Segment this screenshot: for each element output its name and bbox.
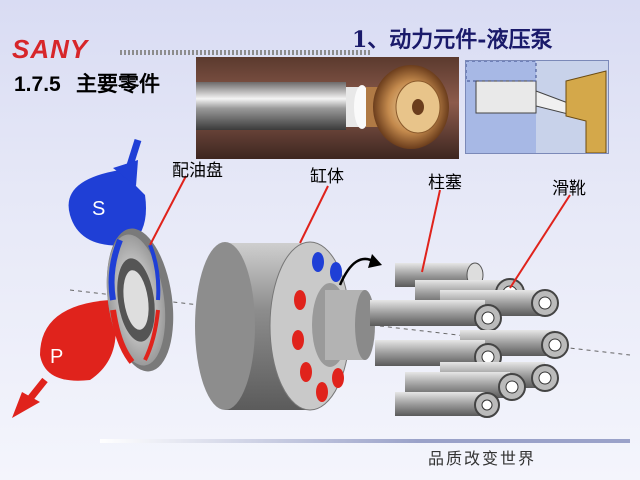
label-slipper: 滑靴 <box>552 179 586 199</box>
label-piston: 柱塞 <box>428 173 462 193</box>
cylinder-block-graphic <box>195 241 375 411</box>
leader-cylinder <box>299 185 329 244</box>
label-cylinder-block: 缸体 <box>310 167 344 187</box>
port-plate-graphic <box>106 228 174 372</box>
port-p-label: P <box>50 346 64 368</box>
footer-divider <box>100 439 630 443</box>
page-title: 1、动力元件-液压泵 <box>352 27 553 53</box>
label-port-plate: 配油盘 <box>172 161 223 181</box>
leader-port-plate <box>149 175 187 246</box>
leader-piston <box>421 189 441 273</box>
piston-photo <box>196 57 459 159</box>
section-title: 主要零件 <box>76 72 161 96</box>
pressure-flow <box>12 300 116 418</box>
header-divider <box>120 50 370 55</box>
cross-section-image <box>465 60 609 154</box>
footer-slogan: 品质改变世界 <box>428 449 537 468</box>
sany-logo: SANY <box>12 34 89 64</box>
pistons-graphic <box>370 262 569 418</box>
section-heading: 1.7.5 主要零件 <box>14 68 160 98</box>
leader-slipper <box>509 194 571 289</box>
port-s-label: S <box>92 198 106 220</box>
suction-flow <box>68 138 146 246</box>
section-number: 1.7.5 <box>14 73 61 96</box>
